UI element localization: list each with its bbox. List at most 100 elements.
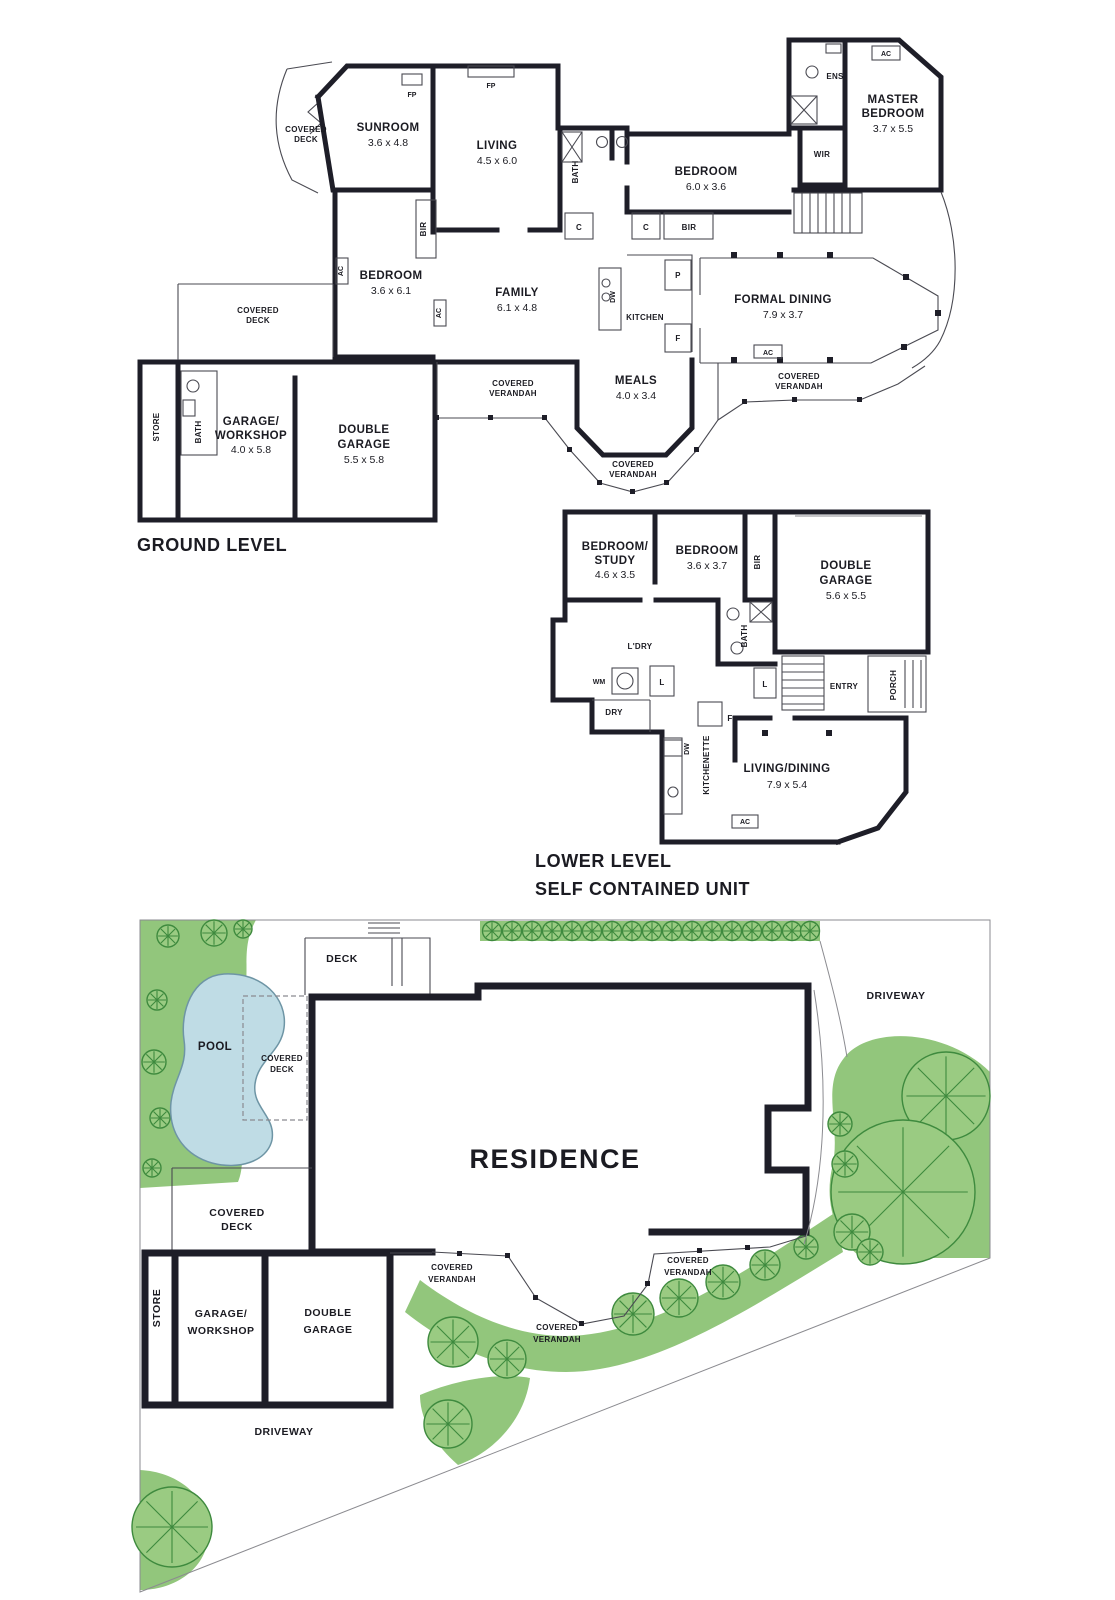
label-wm: WM <box>593 679 606 686</box>
family-south-wall <box>430 354 580 365</box>
eave-line <box>803 989 824 1245</box>
label-pantry: P <box>675 271 681 280</box>
label-ens: ENS <box>826 72 844 81</box>
post <box>630 489 635 494</box>
bath-wall <box>715 597 778 667</box>
tree-icon <box>541 920 563 942</box>
label-verandah: VERANDAH <box>775 382 823 391</box>
shower-cross <box>790 95 818 125</box>
label-covered-deck: DECK <box>221 1221 253 1233</box>
verandah-outline <box>717 365 926 421</box>
ac-box <box>753 344 783 359</box>
residence-outline <box>308 993 436 1256</box>
ac-box <box>335 257 349 285</box>
tree-icon <box>781 920 803 942</box>
site-boundary <box>139 919 991 1593</box>
post <box>434 415 439 420</box>
label-double-garage: DOUBLE <box>304 1307 351 1319</box>
tree-icon <box>799 920 821 942</box>
label-ac: AC <box>740 819 750 826</box>
tree-icon <box>132 1487 212 1567</box>
stair-risers <box>782 663 824 705</box>
tree-icon <box>521 920 543 942</box>
covered-deck-outline <box>177 283 334 360</box>
fridge-box <box>664 323 692 353</box>
post <box>745 1245 750 1250</box>
post <box>731 357 737 363</box>
island-bench <box>598 267 622 331</box>
post <box>457 1251 462 1256</box>
label-wir: WIR <box>814 150 830 159</box>
tree-icon <box>621 920 643 942</box>
wall-break-symbol <box>307 101 322 135</box>
label-double-garage: GARAGE <box>303 1324 352 1336</box>
tree-icon <box>856 1238 884 1266</box>
post <box>792 397 797 402</box>
label-deck: DECK <box>326 953 358 965</box>
pool-shape <box>169 973 286 1167</box>
post <box>827 252 833 258</box>
tree-icon <box>141 1049 167 1075</box>
deck-outline <box>304 937 431 995</box>
deck-steps <box>368 922 400 939</box>
cupboard <box>631 212 661 240</box>
label-bath: BATH <box>740 625 749 648</box>
label-fridge: F <box>727 714 732 723</box>
post <box>542 415 547 420</box>
label-bath: BATH <box>571 161 580 184</box>
label-covered-deck: COVERED <box>237 306 279 315</box>
tree-icon <box>501 920 523 942</box>
label-cupboard: C <box>643 223 649 232</box>
fireplace-box <box>467 65 515 78</box>
tree-icon <box>156 924 180 948</box>
driveway-edge <box>819 940 848 1058</box>
ground-level-plan: COVERED DECK SUNROOM 3.6 x 4.8 FP FP LIV… <box>137 37 956 555</box>
tree-icon <box>701 920 723 942</box>
label-ac: AC <box>763 350 773 357</box>
tree-icon <box>827 1111 853 1137</box>
label-porch: PORCH <box>889 670 898 700</box>
bay-wall <box>834 715 909 846</box>
porch-outline <box>867 655 927 713</box>
label-sunroom: SUNROOM <box>357 122 420 134</box>
shower-fixture <box>749 601 773 623</box>
covered-deck-dashed-outline <box>242 995 308 1121</box>
label-double-garage: GARAGE <box>338 439 391 451</box>
lower-level-title: LOWER LEVEL <box>535 851 672 871</box>
label-entry: ENTRY <box>830 682 859 691</box>
label-store: STORE <box>152 412 161 441</box>
label-bedroom-study-dims: 4.6 x 3.5 <box>595 569 635 581</box>
label-fp: FP <box>487 83 496 90</box>
basin-fixture <box>730 641 744 655</box>
dw-box <box>663 739 683 757</box>
post <box>826 730 832 736</box>
tree-icon <box>561 920 583 942</box>
toilet-fixture <box>726 607 740 621</box>
label-living-dims: 4.5 x 6.0 <box>477 155 517 167</box>
post <box>567 447 572 452</box>
tree-icon <box>681 920 703 942</box>
label-verandah: COVERED <box>612 460 654 469</box>
porch-steps <box>904 660 922 708</box>
post <box>731 252 737 258</box>
lower-level-subtitle: SELF CONTAINED UNIT <box>535 879 750 899</box>
label-pool: POOL <box>198 1041 232 1053</box>
label-verandah: COVERED <box>431 1263 473 1272</box>
label-formal-dining: FORMAL DINING <box>734 294 832 306</box>
post <box>777 252 783 258</box>
residence-outline <box>308 982 812 1236</box>
label-bedroom-mid: BEDROOM <box>360 270 423 282</box>
label-bedroom-rear: BEDROOM <box>675 166 738 178</box>
label-verandah: VERANDAH <box>609 470 657 479</box>
tree-icon <box>661 920 683 942</box>
label-covered-deck: DECK <box>246 316 270 325</box>
label-kitchenette: KITCHENETTE <box>702 735 711 795</box>
tree-icon <box>721 920 743 942</box>
ac-box <box>731 814 759 829</box>
label-verandah: COVERED <box>536 1323 578 1332</box>
post <box>505 1253 510 1258</box>
tree-icon <box>200 919 228 947</box>
post <box>762 730 768 736</box>
tree-icon <box>741 920 763 942</box>
post <box>742 399 747 404</box>
